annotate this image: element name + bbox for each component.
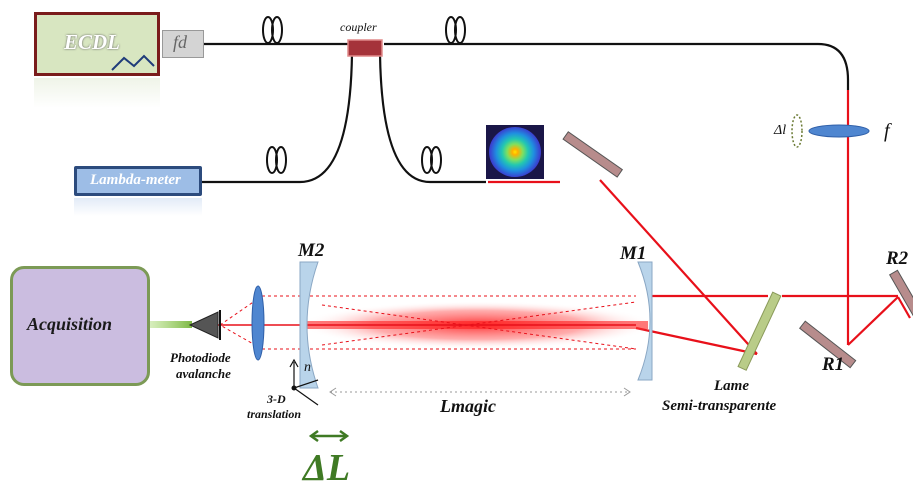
lmagic-label: Lmagic (440, 396, 496, 416)
coupler-block (347, 39, 383, 57)
detector-lens (251, 285, 265, 361)
mirror-r1 (799, 320, 857, 369)
m2-label: M2 (298, 240, 325, 261)
fd-label: fd (173, 32, 188, 52)
mirror-m2 (299, 261, 319, 389)
delta-l-label: Δl (774, 123, 787, 138)
translation-axes-icon (289, 358, 319, 406)
translation-3d-label: 3-D (267, 392, 286, 406)
signal-link (150, 321, 192, 328)
wave-icon (111, 54, 155, 71)
fiber-to-collimator (378, 53, 486, 184)
translation-label: translation (247, 407, 302, 421)
semi-transparent-plate (737, 291, 782, 371)
fiber-top-right (384, 42, 850, 90)
fiber-to-lambda (202, 53, 354, 184)
f-label: f (884, 120, 890, 142)
photodiode-label: Photodiode (170, 350, 231, 365)
fiber-loops (262, 16, 466, 174)
photodiode-icon (188, 311, 219, 339)
delta-L-label: ΔL (303, 447, 351, 489)
lambda-meter-label: Lambda-meter (90, 172, 181, 188)
fibers (202, 42, 850, 184)
mirror-r2 (888, 269, 913, 331)
delta-L-arrow (308, 429, 350, 443)
beam-profile-image (486, 125, 544, 179)
cavity-rays (219, 295, 637, 350)
lame-label: Lame (714, 378, 749, 394)
r1-label: R1 (822, 354, 845, 375)
coupler-label: coupler (340, 20, 377, 34)
acquisition-box (10, 266, 150, 386)
n-axis-label: n (304, 360, 311, 375)
ecdl-label: ECDL (64, 30, 121, 54)
ecdl-laser-box (34, 12, 160, 76)
avalanche-label: avalanche (176, 366, 231, 381)
lambda-meter-reflection (74, 198, 202, 216)
delta-l-indicator (791, 114, 803, 148)
lmagic-dimension (329, 387, 631, 397)
lambda-meter-box (74, 166, 202, 196)
upper-mirror (562, 131, 624, 178)
m1-label: M1 (620, 243, 647, 264)
fd-box (162, 30, 204, 58)
ecdl-reflection (34, 78, 160, 108)
laser-beams (488, 90, 911, 356)
mirror-m1 (637, 261, 653, 381)
semi-transparente-label: Semi-transparente (662, 398, 777, 414)
r2-label: R2 (886, 248, 909, 269)
lens-f (808, 124, 870, 138)
acquisition-label: Acquisition (27, 314, 113, 334)
